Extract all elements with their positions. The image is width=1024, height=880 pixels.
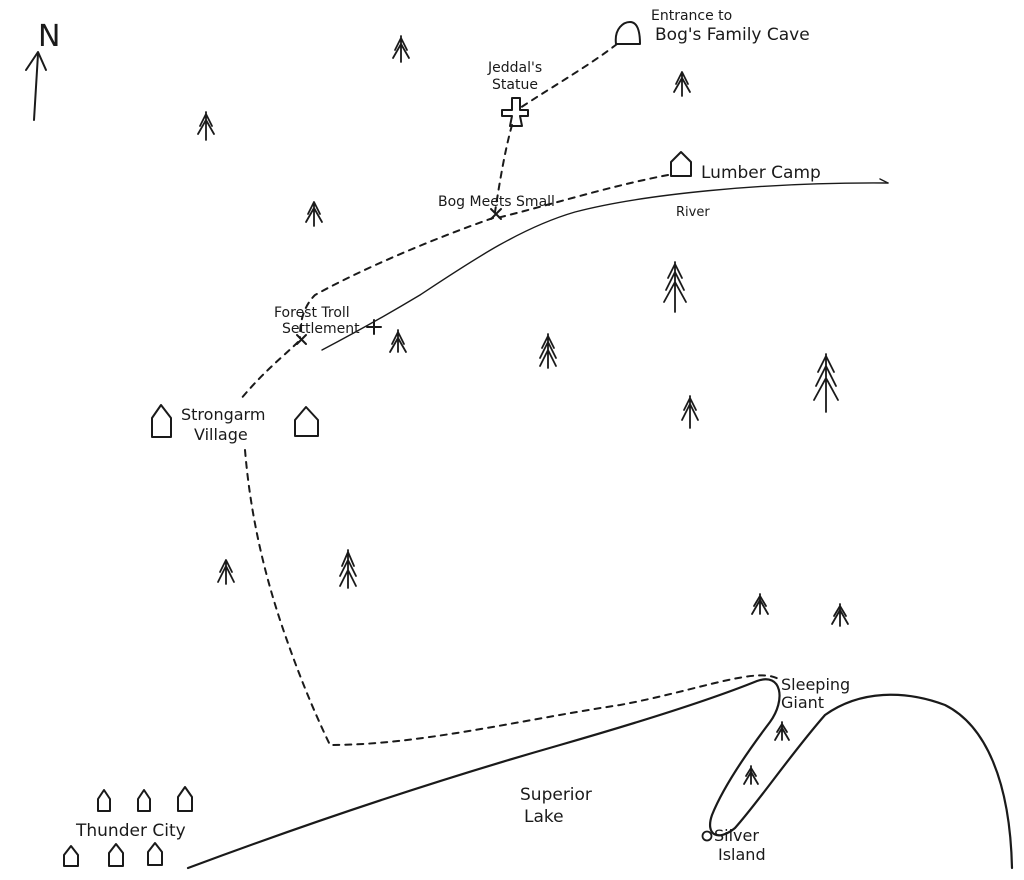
trail-lumber-to-meeting: [496, 174, 669, 219]
pine-tree-icon: [681, 395, 699, 429]
sleeping-label-line1: Sleeping: [781, 675, 850, 694]
house-icon: [177, 786, 193, 812]
pine-tree-icon: [392, 35, 410, 63]
arrow-up-icon: [25, 51, 47, 71]
cave-label-line1: Entrance to: [651, 8, 732, 24]
statue-icon: [501, 97, 529, 127]
bog-meets-small-label: Bog Meets Small: [438, 194, 555, 210]
pine-tree-icon: [751, 593, 769, 615]
village-label-line1: Strongarm: [181, 405, 265, 424]
north-label: N: [38, 19, 60, 54]
pine-tree-icon: [774, 721, 790, 741]
lake-label-line1: Superior: [520, 785, 592, 805]
river-line: [321, 182, 889, 351]
thunder-city-label: Thunder City: [75, 821, 186, 841]
pine-tree-icon: [813, 353, 839, 413]
pine-tree-icon: [743, 765, 759, 785]
north-arrow-shaft: [33, 53, 39, 121]
pine-tree-icon: [389, 329, 407, 353]
pine-tree-icon: [305, 201, 323, 227]
island-icon: [701, 830, 713, 842]
lake-shoreline: [186, 678, 1014, 870]
cave-entrance-icon: [614, 21, 641, 45]
lumber-camp-label: Lumber Camp: [701, 163, 821, 183]
river-label: River: [676, 205, 710, 220]
troll-label-line1: Forest Troll: [274, 305, 350, 321]
cross-marker-icon: [366, 319, 382, 335]
house-icon: [97, 789, 111, 812]
pine-tree-icon: [339, 549, 357, 589]
trail-troll-to-village: [239, 341, 299, 401]
pine-tree-icon: [663, 261, 687, 313]
trail-village-to-lake: [244, 449, 781, 747]
trail-meeting-to-troll: [299, 217, 494, 339]
troll-label-line2: Settlement: [282, 321, 360, 337]
house-icon: [294, 406, 319, 437]
house-icon: [147, 842, 163, 866]
x-marker-icon: [296, 334, 307, 345]
pine-tree-icon: [539, 333, 557, 369]
sleeping-label-line2: Giant: [781, 693, 824, 712]
pine-tree-icon: [197, 111, 215, 141]
island-label-line2: Island: [718, 845, 766, 864]
cave-label-line2: Bog's Family Cave: [655, 25, 810, 45]
house-icon: [151, 404, 172, 438]
trail-statue-to-meeting: [494, 124, 513, 213]
village-label-line2: Village: [194, 425, 248, 444]
north-arrow: N: [25, 19, 60, 121]
pine-tree-icon: [673, 71, 691, 97]
house-icon: [63, 845, 79, 867]
x-marker-icon: [490, 208, 502, 220]
pine-tree-icon: [831, 603, 849, 627]
island-label-line1: Silver: [714, 826, 759, 845]
house-icon: [137, 789, 151, 812]
statue-label-line1: Jeddal's: [487, 60, 542, 76]
statue-label-line2: Statue: [492, 77, 538, 93]
house-icon: [108, 843, 124, 867]
hut-icon: [670, 151, 692, 177]
lake-label-line2: Lake: [524, 807, 564, 827]
pine-tree-icon: [217, 559, 235, 585]
trail-cave-to-statue: [519, 43, 618, 109]
